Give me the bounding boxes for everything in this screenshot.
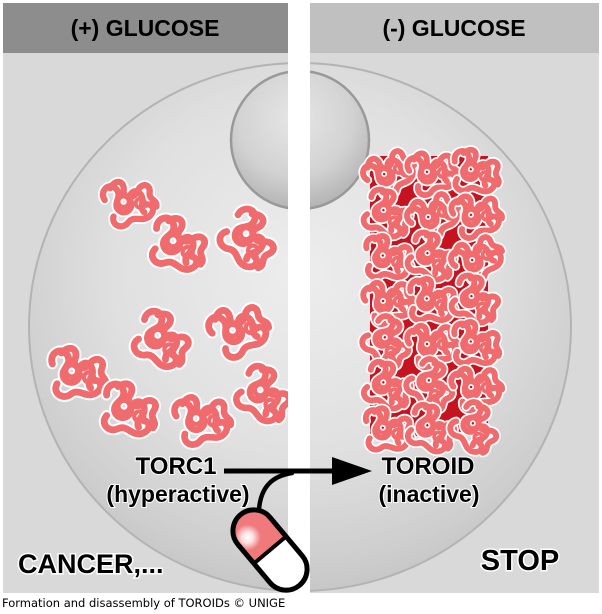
cancer-label: CANCER,...: [18, 549, 164, 579]
header-minus-glucose: (-) GLUCOSE: [382, 15, 525, 41]
frame-right: [599, 0, 602, 596]
torc1-sublabel: (hyperactive): [106, 481, 249, 507]
frame-top: [0, 0, 602, 3]
toroid-sublabel: (inactive): [379, 481, 480, 507]
panel-divider: [288, 0, 310, 596]
drug-capsule-icon: [230, 507, 310, 593]
header-plus-glucose: (+) GLUCOSE: [71, 15, 220, 41]
arrow-head: [332, 457, 372, 485]
frame-left: [0, 0, 3, 596]
capsule-outline: [230, 507, 310, 593]
drug-action-curve: [256, 470, 295, 512]
toroid-label: TOROID: [382, 453, 475, 480]
transition-arrow: [224, 457, 372, 485]
toroid-assembly: [358, 140, 508, 458]
banner-plus-glucose: [3, 3, 288, 53]
torc1-label: TORC1: [136, 453, 217, 480]
packed-torc1-monomers: [358, 140, 508, 458]
stop-label: STOP: [481, 545, 559, 577]
figure-caption: Formation and disassembly of TOROIDs © U…: [2, 596, 600, 614]
banner-minus-glucose: [310, 3, 599, 53]
capsule-highlight: [234, 524, 261, 551]
capsule-seam: [252, 534, 288, 566]
